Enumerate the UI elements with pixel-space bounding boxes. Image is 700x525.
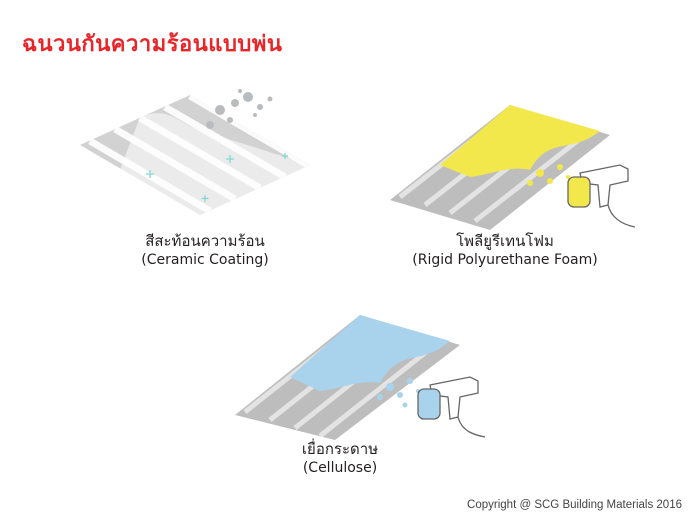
ceramic-coating-thai: สีสะท้อนความร้อน [145, 232, 265, 250]
ceramic-coating-label: สีสะท้อนความร้อน (Ceramic Coating) [110, 232, 300, 270]
polyurethane-foam-english: (Rigid Polyurethane Foam) [412, 252, 598, 268]
polyurethane-foam-label: โพลียูรีเทนโฟม (Rigid Polyurethane Foam) [390, 232, 620, 270]
ceramic-coated-roof-icon [80, 89, 310, 215]
foam-spray-roof-icon [390, 105, 636, 230]
copyright-text: Copyright @ SCG Building Materials 2016 [467, 499, 682, 511]
cellulose-label: เยื่อกระดาษ (Cellulose) [240, 440, 440, 478]
ceramic-coating-english: (Ceramic Coating) [141, 252, 269, 268]
polyurethane-foam-thai: โพลียูรีเทนโฟม [456, 232, 554, 250]
cellulose-english: (Cellulose) [302, 460, 378, 476]
cellulose-spray-roof-icon [235, 315, 486, 440]
cellulose-thai: เยื่อกระดาษ [301, 440, 379, 458]
page-title: ฉนวนกันความร้อนแบบพ่น [22, 32, 283, 57]
